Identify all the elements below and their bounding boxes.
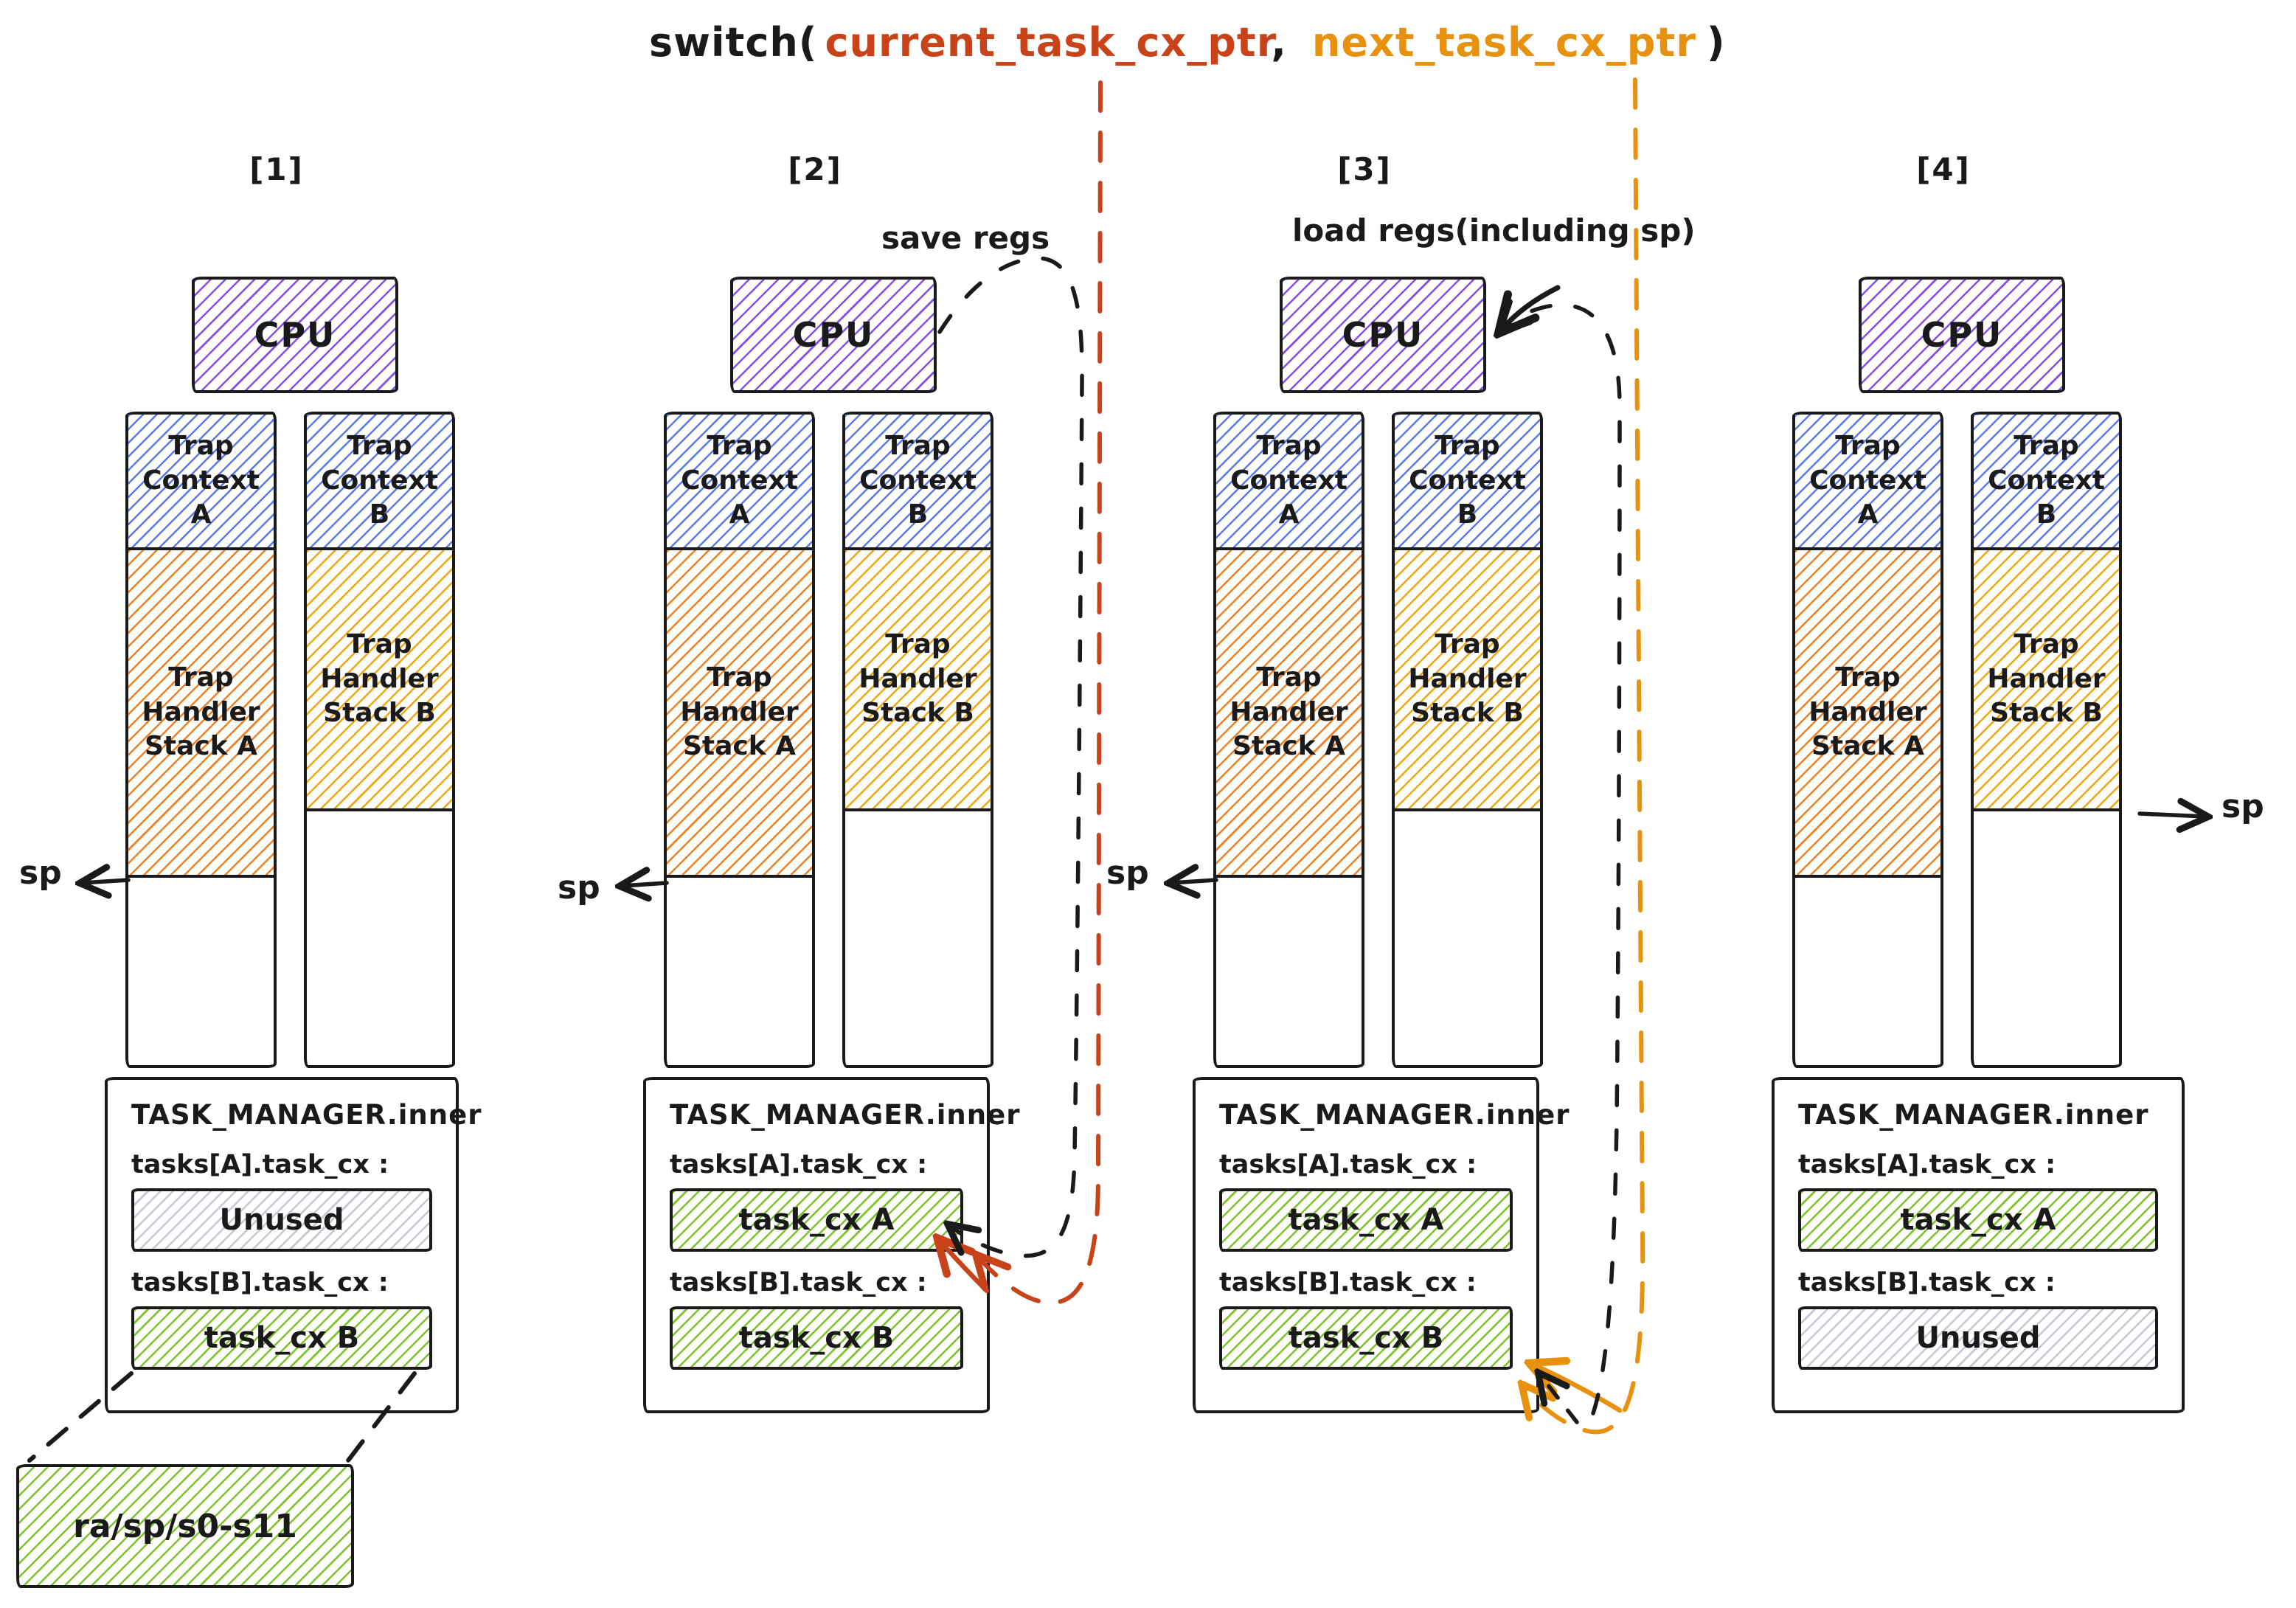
task-manager-box: TASK_MANAGER.inner tasks[A].task_cx : ta…: [1772, 1077, 2185, 1413]
kernel-stack-a: Trap Context A Trap Handler Stack A: [664, 412, 815, 1068]
step-number: [3]: [1337, 151, 1392, 187]
trap-handler-stack-b: Trap Handler Stack B: [845, 550, 991, 811]
task-manager-title: TASK_MANAGER.inner: [131, 1099, 482, 1131]
kernel-stack-b: Trap Context B Trap Handler Stack B: [1392, 412, 1543, 1068]
task-manager-box: TASK_MANAGER.inner tasks[A].task_cx : ta…: [1193, 1077, 1570, 1413]
kernel-stack-b: Trap Context B Trap Handler Stack B: [304, 412, 455, 1068]
slot-a-value: task_cx A: [1219, 1188, 1513, 1252]
trap-handler-stack-b: Trap Handler Stack B: [1395, 550, 1540, 811]
slot-b-label: tasks[B].task_cx :: [131, 1268, 389, 1297]
kernel-stack-a: Trap Context A Trap Handler Stack A: [1792, 412, 1943, 1068]
slot-b-label: tasks[B].task_cx :: [1219, 1268, 1477, 1297]
trap-handler-stack-b: Trap Handler Stack B: [307, 550, 452, 811]
title-switch-call: switch(: [649, 19, 818, 66]
step-number: [4]: [1916, 151, 1971, 187]
cpu-box: CPU: [730, 277, 937, 393]
slot-a-label: tasks[A].task_cx :: [1219, 1150, 1477, 1179]
sp-label-panel2: sp: [558, 869, 600, 907]
title-close-paren: ): [1706, 19, 1726, 66]
trap-handler-stack-b: Trap Handler Stack B: [1974, 550, 2119, 811]
panel-step3: [3] CPU Trap Context A Trap Handler Stac…: [1191, 0, 1634, 1608]
trap-context-a: Trap Context A: [667, 415, 812, 550]
slot-b-value: task_cx B: [670, 1306, 963, 1370]
slot-b-label: tasks[B].task_cx :: [1798, 1268, 2056, 1297]
panel-step2: [2] CPU Trap Context A Trap Handler Stac…: [642, 0, 1084, 1608]
slot-a-label: tasks[A].task_cx :: [1798, 1150, 2056, 1179]
sp-label-panel4: sp: [2222, 788, 2264, 825]
panel-step1: [1] CPU Trap Context A Trap Handler Stac…: [103, 0, 546, 1608]
task-manager-title: TASK_MANAGER.inner: [670, 1099, 1021, 1131]
trap-context-b: Trap Context B: [307, 415, 452, 550]
slot-b-value: Unused: [1798, 1306, 2158, 1370]
title-current-task-cx-ptr: current_task_cx_ptr: [825, 19, 1272, 66]
panel-step4: [4] CPU Trap Context A Trap Handler Stac…: [1770, 0, 2213, 1608]
kernel-stack-a: Trap Context A Trap Handler Stack A: [1213, 412, 1364, 1068]
trap-handler-stack-a: Trap Handler Stack A: [1216, 550, 1362, 878]
title-next-task-cx-ptr: next_task_cx_ptr: [1311, 19, 1696, 66]
cpu-box: CPU: [1280, 277, 1486, 393]
trap-handler-stack-a: Trap Handler Stack A: [128, 550, 274, 878]
kernel-stack-b: Trap Context B Trap Handler Stack B: [842, 412, 993, 1068]
slot-a-label: tasks[A].task_cx :: [131, 1150, 389, 1179]
trap-handler-stack-a: Trap Handler Stack A: [1795, 550, 1940, 878]
slot-a-value: task_cx A: [1798, 1188, 2158, 1252]
slot-a-value: Unused: [131, 1188, 432, 1252]
slot-b-label: tasks[B].task_cx :: [670, 1268, 927, 1297]
slot-b-value: task_cx B: [131, 1306, 432, 1370]
sp-label-panel3: sp: [1106, 854, 1149, 892]
task-manager-title: TASK_MANAGER.inner: [1219, 1099, 1570, 1131]
diagram-title: switch(current_task_cx_ptr, next_task_cx_…: [649, 19, 1726, 66]
trap-context-a: Trap Context A: [128, 415, 274, 550]
step-number: [1]: [249, 151, 304, 187]
task-cx-detail-box: ra/sp/s0-s11: [16, 1464, 354, 1588]
trap-context-b: Trap Context B: [1395, 415, 1540, 550]
slot-a-value: task_cx A: [670, 1188, 963, 1252]
task-manager-title: TASK_MANAGER.inner: [1798, 1099, 2149, 1131]
task-manager-box: TASK_MANAGER.inner tasks[A].task_cx : ta…: [643, 1077, 1021, 1413]
trap-context-a: Trap Context A: [1216, 415, 1362, 550]
task-manager-box: TASK_MANAGER.inner tasks[A].task_cx : Un…: [105, 1077, 482, 1413]
kernel-stack-b: Trap Context B Trap Handler Stack B: [1971, 412, 2122, 1068]
slot-a-label: tasks[A].task_cx :: [670, 1150, 928, 1179]
sp-label-panel1: sp: [19, 854, 62, 892]
trap-context-a: Trap Context A: [1795, 415, 1940, 550]
trap-handler-stack-a: Trap Handler Stack A: [667, 550, 812, 878]
trap-context-b: Trap Context B: [845, 415, 991, 550]
cpu-box: CPU: [1859, 277, 2065, 393]
step-number: [2]: [788, 151, 842, 187]
slot-b-value: task_cx B: [1219, 1306, 1513, 1370]
trap-context-b: Trap Context B: [1974, 415, 2119, 550]
title-comma: ,: [1271, 19, 1287, 66]
cpu-box: CPU: [192, 277, 398, 393]
kernel-stack-a: Trap Context A Trap Handler Stack A: [125, 412, 277, 1068]
